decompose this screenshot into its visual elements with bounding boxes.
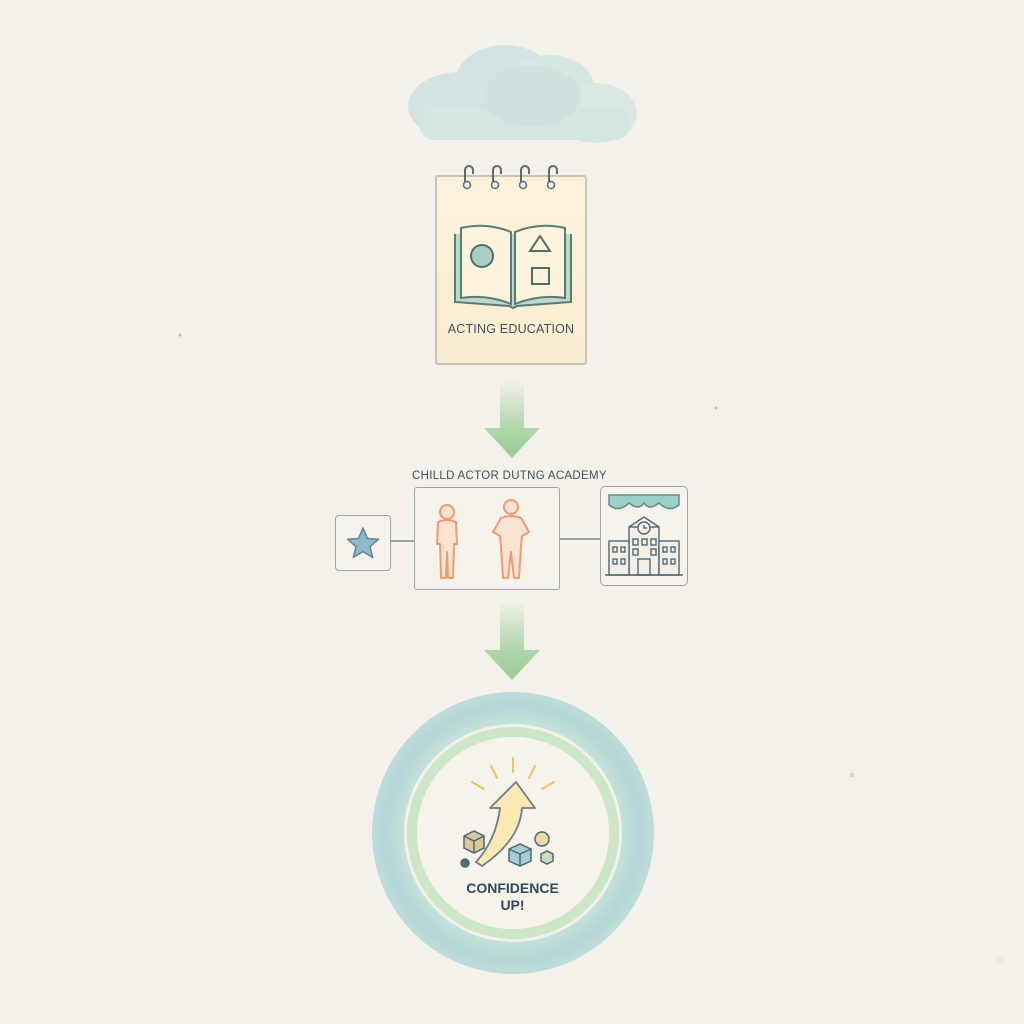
notebook-rings [462,165,558,190]
down-arrow-1 [484,380,540,458]
down-arrow-2 [484,600,540,680]
connector-line-right [559,538,601,540]
star-icon [346,527,380,559]
connector-line-left [391,540,415,542]
acting-education-label: ACTING EDUCATION [447,322,575,336]
confidence-label-line1: CONFIDENCE [466,880,559,896]
confidence-label-line2: UP! [500,897,525,913]
child-actor-icon [436,499,530,579]
star-box [335,515,391,571]
school-box [600,486,688,586]
school-building-icon [605,494,683,576]
child-actors-box [414,487,560,590]
cloud-icon [408,45,637,143]
rising-arrow-icon [471,757,555,867]
academy-label: CHILLD ACTOR DUTNG ACADEMY [412,470,607,482]
blocks-icon [460,830,554,868]
confidence-badge [372,692,654,974]
inner-ring [407,727,619,939]
confidence-label: CONFIDENCE UP! [430,880,595,914]
open-book-icon [454,224,572,310]
